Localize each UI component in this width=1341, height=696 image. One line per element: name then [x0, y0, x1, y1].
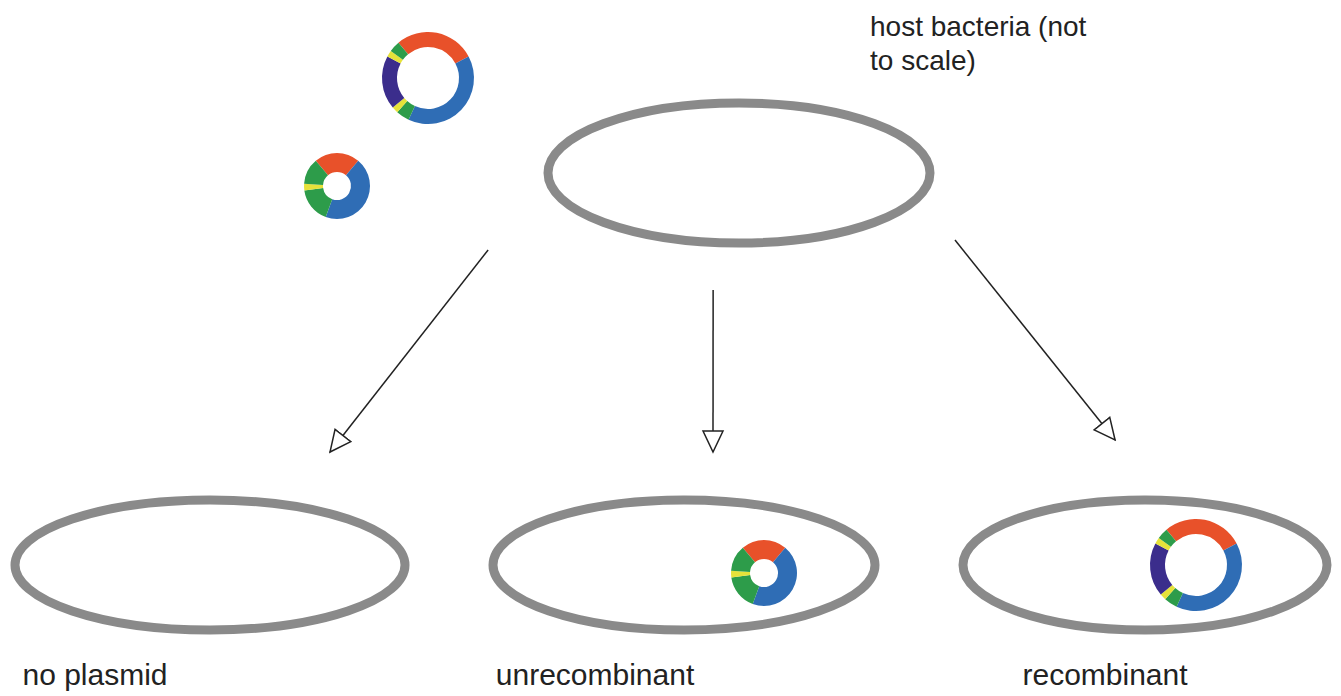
cell-membrane	[15, 500, 405, 630]
plasmid-segment	[304, 188, 332, 217]
connector-group	[330, 240, 1115, 452]
cell-outline	[10, 495, 410, 635]
cell-outline	[958, 495, 1332, 635]
plasmid-segment	[1150, 543, 1172, 594]
plasmid-group	[304, 32, 1242, 611]
plasmid-ring	[304, 153, 370, 219]
bacterium-cell: recombinant	[958, 495, 1332, 635]
plasmid-segment	[304, 161, 328, 185]
bacterium-cell: no plasmid	[10, 495, 410, 635]
bacterium-cell: host bacteria (not to scale)	[543, 98, 935, 248]
cell-membrane	[493, 500, 875, 630]
plasmid-segment	[1166, 519, 1236, 550]
plasmid-segment	[731, 548, 755, 572]
bacterium-cell: unrecombinant	[488, 495, 880, 635]
cell-membrane	[548, 103, 930, 243]
cell-outline	[488, 495, 880, 635]
cell-caption: host bacteria (not to scale)	[870, 10, 1105, 77]
plasmid-segment	[382, 56, 404, 107]
plasmid-segment	[1177, 543, 1242, 611]
arrow-connector	[712, 290, 714, 452]
outcome-label: recombinant	[1022, 657, 1187, 693]
outcome-label: unrecombinant	[496, 657, 694, 693]
plasmid-segment	[391, 43, 408, 60]
outcome-label: no plasmid	[22, 657, 167, 693]
plasmid-segment	[1159, 530, 1176, 547]
plasmid-ring	[731, 540, 797, 606]
plasmid-segment	[753, 548, 797, 606]
plasmid-segment	[398, 32, 468, 63]
arrow-connector	[330, 250, 488, 452]
plasmid-ring	[382, 32, 474, 124]
plasmid-segment	[409, 56, 474, 124]
arrow-connector	[955, 240, 1115, 440]
plasmid-segment	[731, 575, 759, 604]
plasmid-segment	[326, 161, 370, 219]
plasmid-ring	[1150, 519, 1242, 611]
cell-outline	[543, 98, 935, 248]
cell-membrane	[963, 500, 1327, 630]
